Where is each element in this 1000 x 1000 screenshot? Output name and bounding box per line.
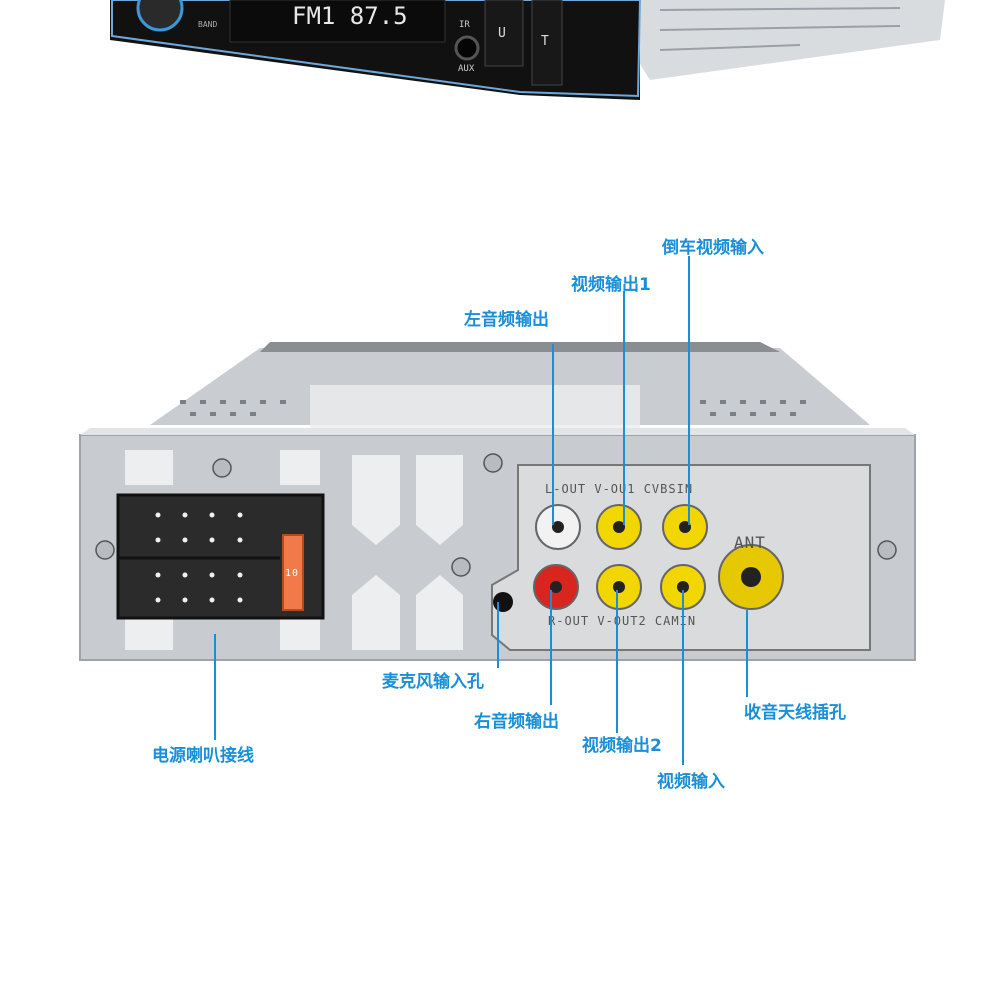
jack-row-top-label: L-OUT V-OU1 CVBSIN: [545, 482, 694, 496]
callout-video-output-1: 视频输出1: [571, 275, 651, 295]
callout-radio-antenna-jack: 收音天线插孔: [744, 703, 846, 723]
band-label: BAND: [198, 20, 218, 29]
fuse-label: 10: [285, 568, 300, 579]
callout-reverse-video-input: 倒车视频输入: [662, 238, 764, 258]
jack-row-bottom-label: R-OUT V-OUT2 CAMIN: [548, 614, 697, 628]
button-u[interactable]: U: [498, 26, 506, 41]
callout-video-output-2: 视频输出2: [582, 736, 662, 756]
rear-panel-drawing: [79, 342, 916, 661]
callout-video-input: 视频输入: [657, 772, 725, 792]
ir-label: IR: [459, 20, 470, 30]
button-t[interactable]: T: [541, 34, 549, 49]
callout-power-speaker-wiring: 电源喇叭接线: [152, 746, 254, 766]
callout-right-audio-output: 右音频输出: [474, 712, 559, 732]
aux-label: AUX: [458, 64, 475, 74]
callout-mic-input: 麦克风输入孔: [382, 672, 484, 692]
callout-left-audio-output: 左音频输出: [464, 310, 549, 330]
front-panel-unit: FM1 87.5 BAND IR AUX U T: [0, 0, 1000, 110]
front-panel-drawing: [110, 0, 945, 100]
display-text: FM1 87.5: [292, 2, 408, 30]
rear-panel-unit: L-OUT V-OU1 CVBSIN R-OUT V-OUT2 CAMIN AN…: [0, 330, 1000, 690]
ant-label: ANT: [734, 533, 766, 552]
